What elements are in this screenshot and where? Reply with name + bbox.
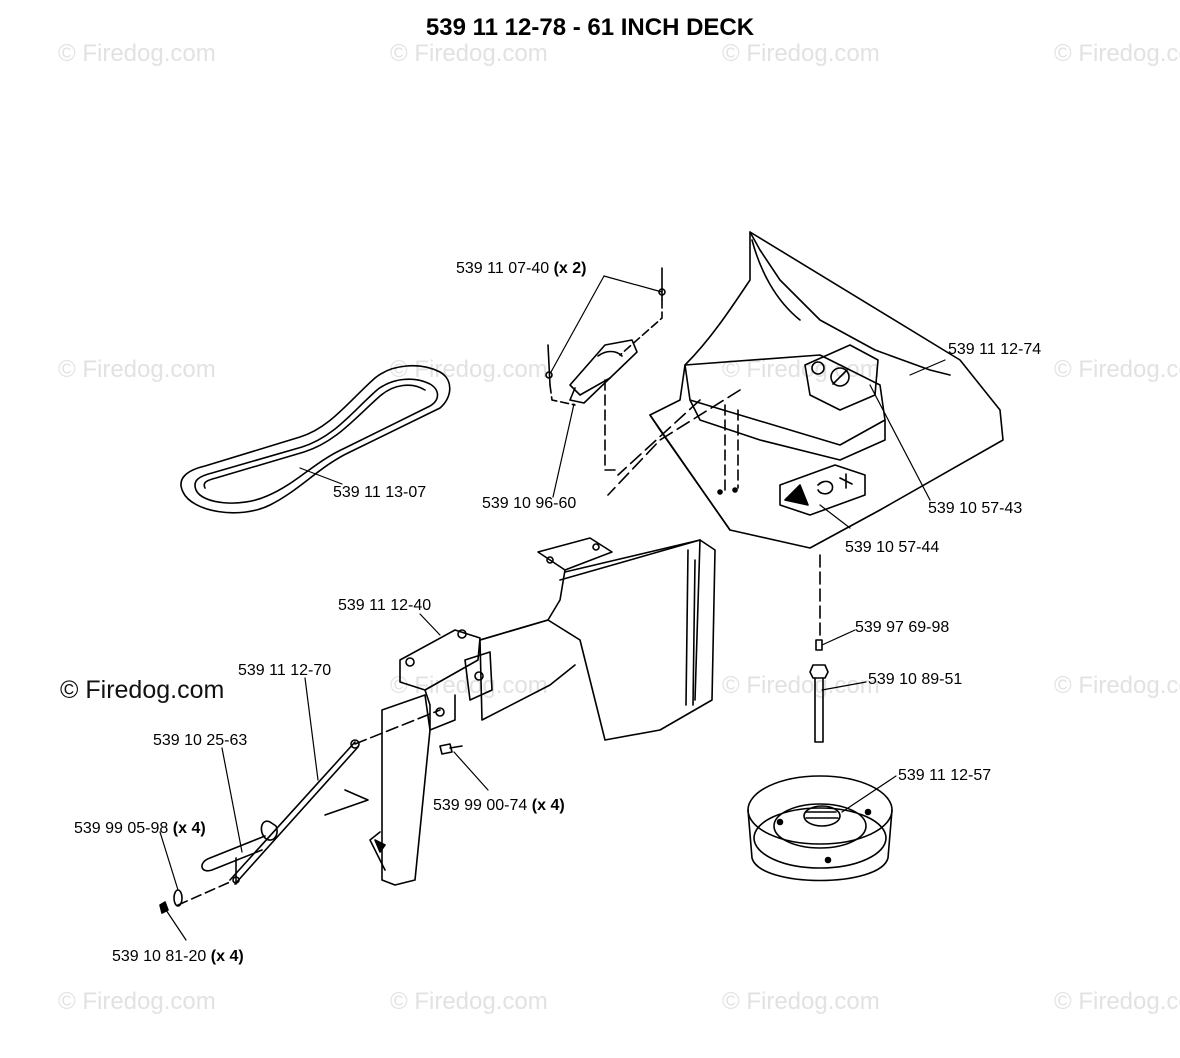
- watermark: © Firedog.com: [390, 356, 548, 383]
- watermark: © Firedog.com: [390, 40, 548, 67]
- chute-extension-drawing: [479, 537, 716, 741]
- chute-deflector-drawing: [607, 231, 1004, 641]
- watermark: © Firedog.com: [58, 988, 216, 1015]
- watermark: © Firedog.com: [722, 40, 880, 67]
- callout-label: 539 99 00-74 (x 4): [433, 797, 565, 814]
- hairpin-clip-drawing: [201, 820, 278, 885]
- watermark: © Firedog.com: [722, 672, 880, 699]
- quantity: (x 2): [554, 260, 587, 277]
- callout-label: 539 10 25-63: [153, 732, 247, 749]
- callout-label: 539 10 57-44: [845, 539, 939, 556]
- callout-label: 539 10 57-43: [928, 500, 1022, 517]
- belt-drawing: [180, 364, 451, 514]
- callout-label: 539 97 69-98: [855, 619, 949, 636]
- part-number: 539 11 12-40: [338, 597, 431, 614]
- watermark: © Firedog.com: [58, 40, 216, 67]
- hinge-bracket-drawing: [545, 267, 666, 471]
- callout-label: 539 10 81-20 (x 4): [112, 948, 244, 965]
- hardware-drawing: [159, 639, 829, 914]
- part-number: 539 11 07-40: [456, 260, 549, 277]
- watermark: © Firedog.com: [1054, 356, 1180, 383]
- quantity: (x 4): [173, 820, 206, 837]
- watermark: © Firedog.com: [1054, 988, 1180, 1015]
- watermark: © Firedog.com: [1054, 40, 1180, 67]
- diagram-title: 539 11 12-78 - 61 INCH DECK: [425, 14, 755, 41]
- rod-drawing: [177, 709, 441, 906]
- mount-bracket-drawing: [399, 619, 549, 731]
- callout-label: 539 11 12-40: [338, 597, 431, 614]
- callout-label: 539 99 05-98 (x 4): [74, 820, 206, 837]
- pulley-drawing: [747, 775, 893, 882]
- part-number: 539 99 00-74: [433, 797, 527, 814]
- callout-label: 539 11 12-57: [898, 767, 991, 784]
- watermark: © Firedog.com: [1054, 672, 1180, 699]
- callout-label: 539 11 12-70: [238, 662, 331, 679]
- part-number: 539 10 81-20: [112, 948, 206, 965]
- watermark: © Firedog.com: [390, 988, 548, 1015]
- callout-label: 539 11 12-74: [948, 341, 1041, 358]
- support-plate-drawing: [369, 694, 431, 886]
- quantity: (x 4): [211, 948, 244, 965]
- part-number: 539 11 12-70: [238, 662, 331, 679]
- watermark-main: © Firedog.com: [60, 676, 225, 704]
- callout-label: 539 11 07-40 (x 2): [456, 260, 586, 277]
- part-number: 539 10 89-51: [868, 671, 962, 688]
- part-number: 539 11 12-57: [898, 767, 991, 784]
- part-number: 539 97 69-98: [855, 619, 949, 636]
- part-number: 539 10 57-43: [928, 500, 1022, 517]
- part-number: 539 11 12-74: [948, 341, 1041, 358]
- watermark: © Firedog.com: [722, 988, 880, 1015]
- callout-label: 539 10 89-51: [868, 671, 962, 688]
- callout-label: 539 11 13-07: [333, 484, 426, 501]
- part-number: 539 10 25-63: [153, 732, 247, 749]
- part-number: 539 11 13-07: [333, 484, 426, 501]
- leader-lines: [159, 275, 946, 941]
- callout-label: 539 10 96-60: [482, 495, 576, 512]
- quantity: (x 4): [532, 797, 565, 814]
- part-number: 539 99 05-98: [74, 820, 168, 837]
- part-number: 539 10 96-60: [482, 495, 576, 512]
- watermark: © Firedog.com: [58, 356, 216, 383]
- part-number: 539 10 57-44: [845, 539, 939, 556]
